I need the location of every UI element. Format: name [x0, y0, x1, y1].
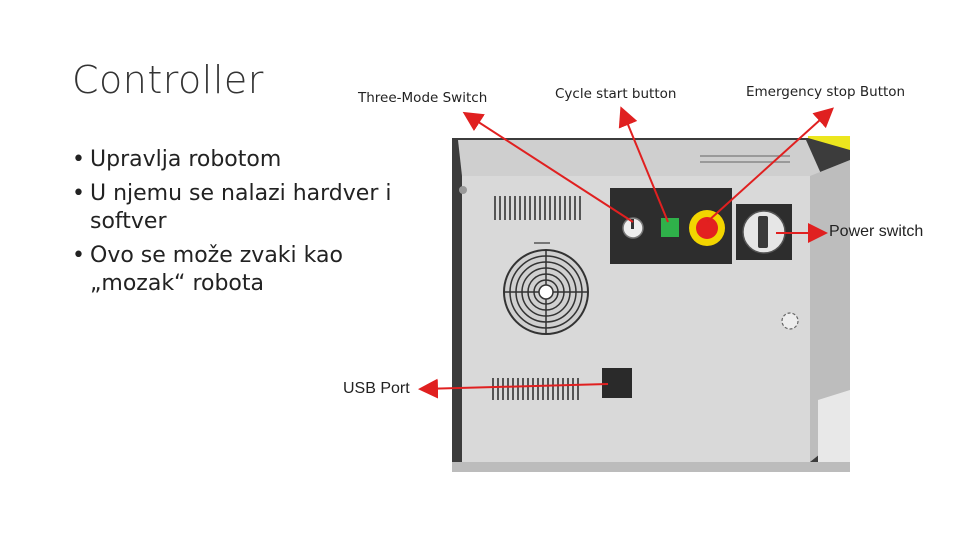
- bullet-item: Ovo se može zvaki kao „mozak“ robota: [72, 242, 432, 298]
- vent-slots-bottom: [492, 378, 579, 400]
- vent-slots-top: [494, 196, 581, 220]
- cycle-start-button[interactable]: [661, 218, 679, 237]
- emergency-stop-button[interactable]: [689, 210, 725, 246]
- label-three-mode-switch: Three-Mode Switch: [358, 90, 488, 106]
- slide-title: Controller: [72, 58, 264, 102]
- arrow-cycle-start: [618, 106, 669, 223]
- bullet-list: Upravlja robotom U njemu se nalazi hardv…: [72, 146, 432, 304]
- arrow-usb-port: [418, 378, 609, 399]
- arrow-emergency-stop: [706, 107, 834, 223]
- cooling-fan: [503, 249, 589, 335]
- label-emergency-stop: Emergency stop Button: [746, 84, 906, 100]
- label-usb-port: USB Port: [343, 380, 410, 397]
- screw-hole: [781, 312, 799, 330]
- arrow-three-mode-switch: [462, 111, 634, 223]
- label-power-switch: Power switch: [829, 223, 924, 240]
- bullet-item: U njemu se nalazi hardver i softver: [72, 180, 432, 236]
- callout-arrows: [418, 106, 834, 399]
- usb-port[interactable]: [602, 368, 632, 398]
- bullet-item: Upravlja robotom: [72, 146, 432, 174]
- three-mode-switch[interactable]: [622, 217, 644, 239]
- label-cycle-start: Cycle start button: [555, 86, 677, 102]
